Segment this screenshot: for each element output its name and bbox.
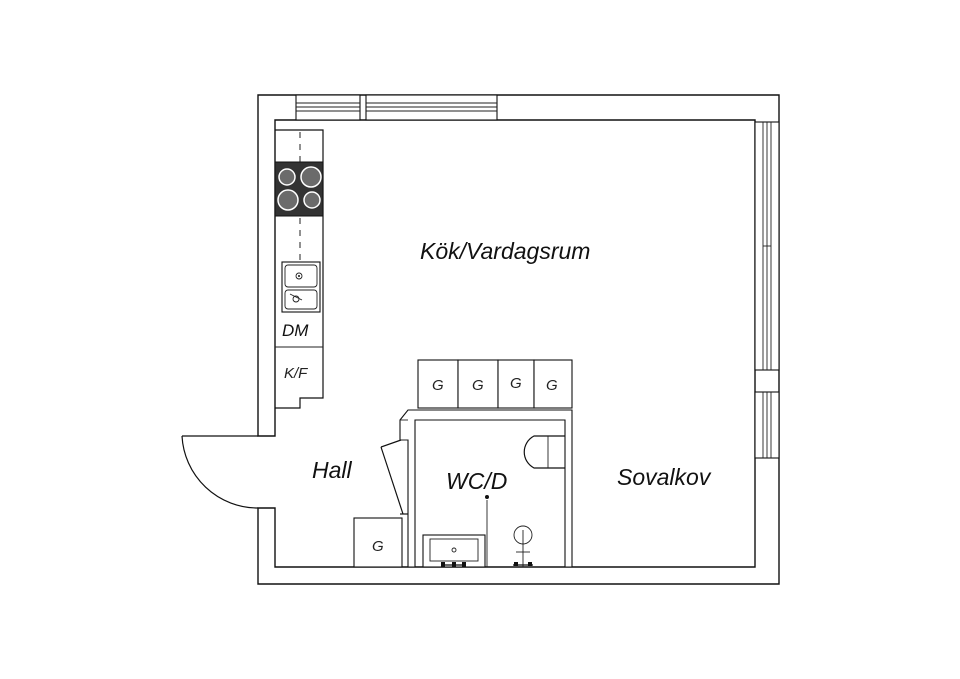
top-window-left: [295, 94, 361, 121]
bathroom-door: [380, 439, 408, 515]
dishwasher-label: DM: [282, 321, 309, 340]
wardrobe-2-label: G: [472, 377, 484, 394]
room-label-kitchen-living: Kök/Vardagsrum: [420, 238, 590, 264]
room-label-wc: WC/D: [446, 468, 507, 494]
hall-wardrobe-label: G: [372, 538, 384, 555]
kitchen-counter: [275, 129, 324, 409]
toilet: [523, 435, 565, 469]
right-window-top: [754, 121, 780, 371]
stove: [274, 161, 324, 217]
room-label-alcove: Sovalkov: [617, 464, 712, 490]
outer-walls: [257, 94, 780, 585]
entrance-door: [181, 435, 259, 509]
bathroom-walls: [399, 409, 573, 568]
fridge-freezer-label: K/F: [284, 365, 308, 382]
right-window-bottom: [754, 391, 780, 459]
washbasin: [422, 534, 486, 568]
room-label-hall: Hall: [312, 457, 353, 483]
top-window-right: [365, 94, 498, 121]
wardrobe-3-label: G: [510, 375, 522, 392]
hall-wardrobe: [353, 517, 403, 568]
kitchen-sink: [281, 261, 321, 313]
wardrobe-1-label: G: [432, 377, 444, 394]
wardrobe-4-label: G: [546, 377, 558, 394]
wardrobe-row: [417, 359, 573, 409]
shower: [485, 495, 533, 567]
